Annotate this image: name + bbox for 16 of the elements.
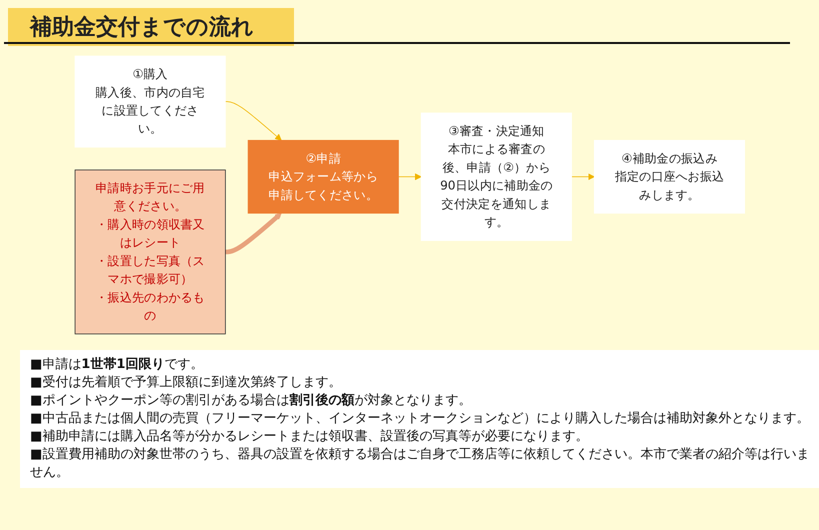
arrow bbox=[571, 173, 595, 180]
node-box: ④補助金の振込み 指定の口座へお振込みします。 bbox=[594, 140, 746, 214]
arrow bbox=[398, 173, 422, 180]
note-text: ■中古品または個人間の売買（フリーマーケット、インターネットオークションなど）により購入した場合は補助対象外となります。 bbox=[30, 410, 810, 428]
node-box: ②申請 申込フォーム等から申請してください。 bbox=[248, 140, 399, 214]
title-banner: 補助金交付までの流れ bbox=[8, 8, 294, 46]
note-text: ■補助申請には購入品名等が分かるレシートまたは領収書、設置後の写真等が必要になります。 bbox=[30, 428, 590, 446]
node-box: ①購入 購入後、市内の自宅に設置してください。 bbox=[74, 56, 226, 148]
note-text: ■申請は1世帯1回限りです。 bbox=[30, 356, 204, 374]
note-text: ■受付は先着順で予算上限額に到達次第終了します。 bbox=[30, 374, 342, 392]
arrow bbox=[225, 212, 282, 254]
node-box: ③審査・決定通知 本市による審査の後、申請（②）から90日以内に補助金の交付決定を通知します。 bbox=[421, 112, 572, 241]
note-text: ■設置費用補助の対象世帯のうち、器具の設置を依頼する場合はご自身で工務店等に依頼してください。本市で業者の紹介等は行いません。 bbox=[30, 446, 810, 482]
arrow bbox=[225, 101, 282, 141]
node-box: 申請時お手元にご用意ください。 ・購入時の領収書又はレシート ・設置した写真（スマホで撮影可） ・振込先のわかるもの bbox=[74, 170, 226, 334]
note-text: ■ポイントやクーポン等の割引がある場合は割引後の額が対象となります。 bbox=[30, 392, 472, 410]
